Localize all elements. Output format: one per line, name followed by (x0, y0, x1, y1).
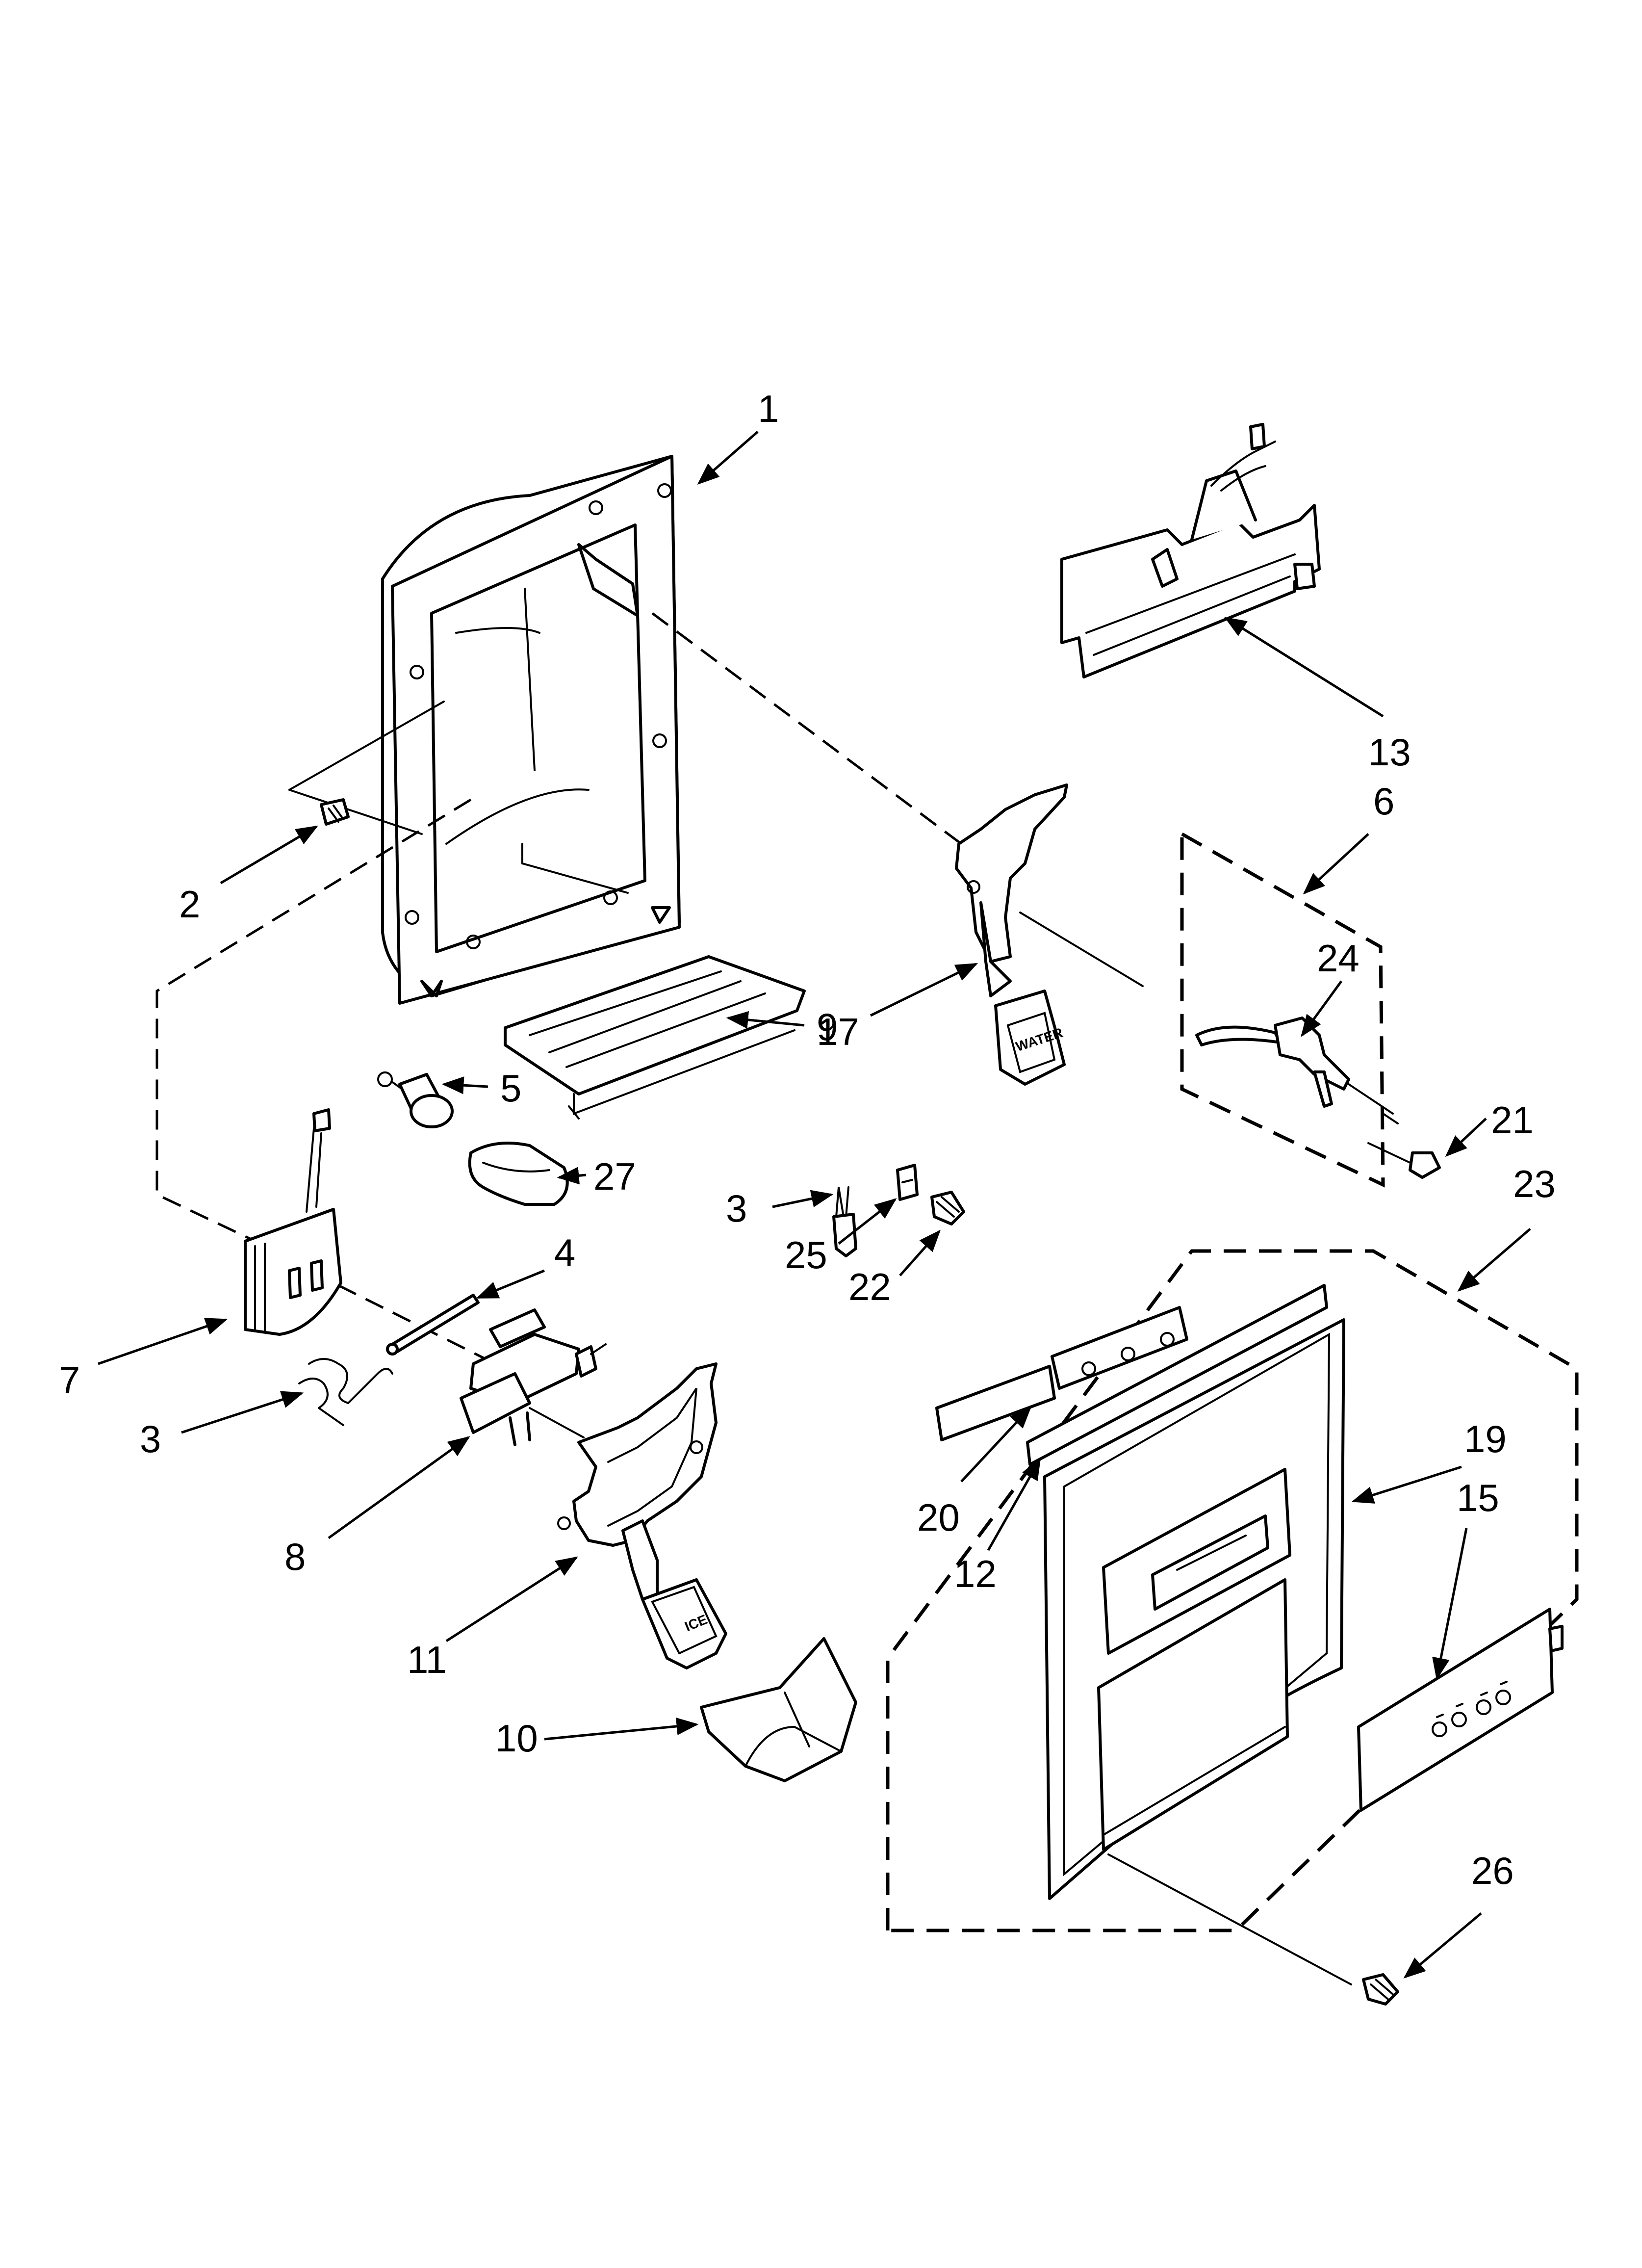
housing-frame (381, 455, 681, 1005)
control-panel-19 (1357, 1608, 1564, 1812)
water-paddle: WATER (955, 783, 1068, 1086)
callout-22-center: 22 (848, 1229, 941, 1308)
svg-text:11: 11 (407, 1638, 447, 1681)
callout-27: 27 (557, 1155, 636, 1198)
svg-text:22: 22 (848, 1265, 891, 1308)
screw-26 (1107, 1853, 1399, 2006)
svg-text:19: 19 (1464, 1417, 1507, 1460)
callout-26: 26 (1403, 1849, 1514, 1979)
callout-11: 11 (407, 1556, 578, 1681)
callout-22-right: 21 (1445, 1098, 1534, 1157)
svg-text:13: 13 (1368, 730, 1411, 774)
callout-8: 5 (441, 1067, 521, 1110)
callout-25: 25 (785, 1198, 897, 1277)
callout-2: 2 (179, 825, 318, 926)
callout-7: 8 (284, 1436, 470, 1578)
clip-3 (832, 1186, 857, 1257)
svg-text:21: 21 (1491, 1098, 1534, 1142)
svg-text:20: 20 (917, 1496, 960, 1539)
callout-24: 24 (1301, 937, 1360, 1037)
callout-5: 4 (476, 1231, 575, 1299)
ribbon-board-20 (935, 1306, 1188, 1441)
screw-22-center (930, 1191, 965, 1225)
callout-17: 17 (817, 963, 978, 1053)
actuator-7 (460, 1308, 607, 1446)
svg-text:17: 17 (817, 1010, 859, 1053)
callout-19: 15 (1432, 1476, 1499, 1680)
pin-5 (386, 1294, 480, 1356)
svg-text:25: 25 (785, 1233, 827, 1277)
svg-text:9: 9 (817, 1005, 838, 1048)
callout-15: 13 (1224, 617, 1411, 774)
switch-block-6 (244, 1108, 342, 1336)
svg-text:24: 24 (1317, 937, 1360, 980)
svg-text:6: 6 (1373, 780, 1394, 823)
svg-text:3: 3 (726, 1187, 747, 1230)
svg-text:10: 10 (495, 1717, 538, 1760)
drip-tray (504, 955, 806, 1120)
callout-1: 1 (697, 387, 779, 485)
callout-21: 19 (1351, 1417, 1507, 1504)
callout-23: 23 (1457, 1162, 1556, 1292)
callout-10: 6 (1303, 780, 1394, 895)
callout-12: 10 (495, 1717, 699, 1760)
ice-paddle-11: ICE (557, 1362, 727, 1669)
svg-text:23: 23 (1513, 1162, 1556, 1205)
svg-text:4: 4 (554, 1231, 575, 1274)
callout-13: 12 (954, 1458, 1041, 1595)
clip-25 (896, 1164, 919, 1201)
callout-6: 7 (59, 1318, 228, 1402)
panel-assembly-box (886, 1249, 1579, 1932)
subassembly-10-box (1180, 831, 1385, 1188)
strip-13 (1026, 1284, 1328, 1466)
callout-3: 3 3 (726, 1187, 834, 1230)
svg-text:7: 7 (59, 1358, 80, 1402)
callout-20: 20 (917, 1406, 1032, 1539)
svg-text:27: 27 (593, 1155, 636, 1198)
screw-22-right (1367, 1142, 1441, 1179)
micro-switch-24 (1195, 1017, 1399, 1124)
svg-text:2: 2 (179, 883, 200, 926)
svg-text:8: 8 (284, 1535, 306, 1578)
door-panel-21 (1043, 1318, 1345, 1900)
cover-27 (468, 1142, 569, 1206)
svg-text:1: 1 (758, 387, 779, 430)
callout-9: 9 (726, 1005, 838, 1048)
springs-4 (298, 1358, 393, 1426)
svg-text:26: 26 (1471, 1849, 1514, 1892)
callout-4: 3 (140, 1391, 304, 1460)
control-module (1060, 423, 1321, 678)
svg-text:12: 12 (954, 1552, 997, 1595)
svg-text:3: 3 (140, 1417, 161, 1460)
svg-text:15: 15 (1457, 1476, 1499, 1519)
svg-text:5: 5 (500, 1067, 521, 1110)
ice-chute-12 (700, 1637, 857, 1782)
screw-2 (288, 701, 445, 835)
solenoid-8 (377, 1071, 454, 1128)
